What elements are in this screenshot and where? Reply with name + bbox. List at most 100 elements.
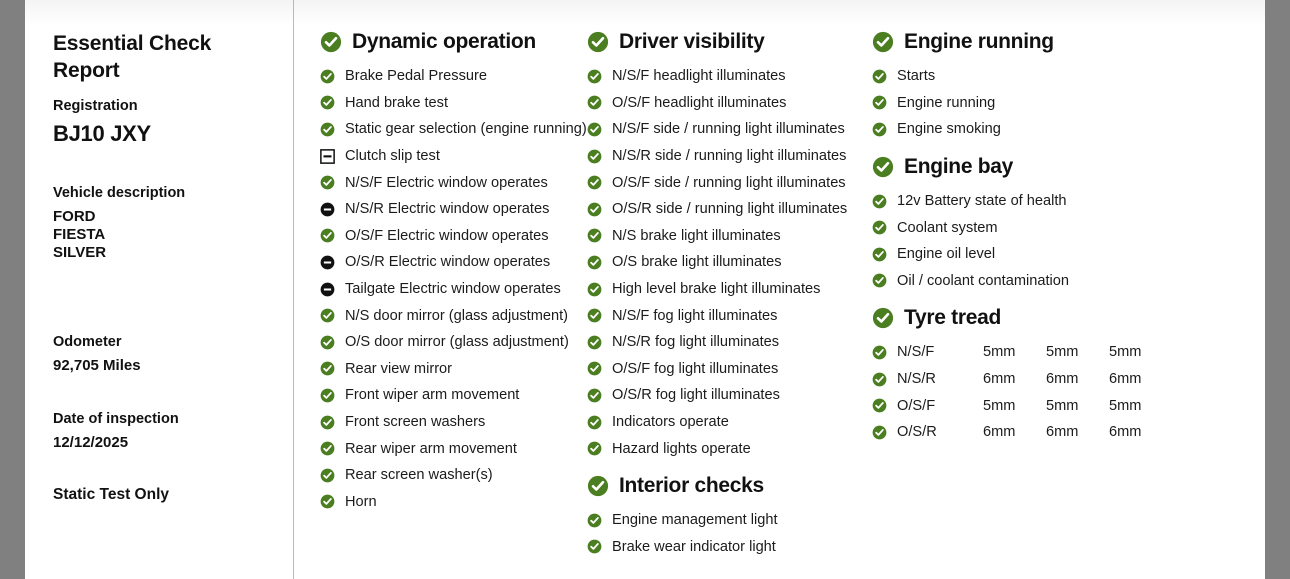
check-circle-icon (587, 475, 609, 496)
check-item[interactable]: O/S/F headlight illuminates (587, 90, 856, 117)
check-item[interactable]: Brake wear indicator light (587, 534, 856, 561)
check-item[interactable]: O/S/F Electric window operates (320, 223, 571, 250)
check-item[interactable]: Oil / coolant contamination (872, 268, 1176, 295)
check-item-label: Indicators operate (612, 414, 729, 431)
check-item-label: N/S/F Electric window operates (345, 174, 548, 191)
check-circle-icon (320, 361, 335, 376)
check-circle-icon (872, 425, 887, 440)
check-item[interactable]: O/S/R fog light illuminates (587, 382, 856, 409)
tyre-position: N/S/F (897, 344, 935, 361)
check-item[interactable]: O/S brake light illuminates (587, 249, 856, 276)
check-item[interactable]: Static gear selection (engine running) (320, 116, 587, 143)
section-title: Driver visibility (619, 30, 765, 53)
check-circle-icon (320, 415, 335, 429)
check-item[interactable]: N/S/F side / running light illuminates (587, 116, 856, 143)
section-header: Driver visibility (587, 30, 856, 54)
vehicle-description-block: Vehicle description FORD FIESTA SILVER (53, 185, 275, 262)
check-item[interactable]: Engine smoking (872, 116, 1176, 143)
check-item[interactable]: O/S/R side / running light illuminates (587, 196, 856, 223)
section-header: Engine running (872, 30, 1176, 54)
check-item[interactable]: Rear screen washer(s) (320, 462, 571, 489)
check-item[interactable]: N/S/R side / running light illuminates (587, 143, 856, 170)
check-item-label: O/S/F fog light illuminates (612, 360, 779, 377)
registration-label: Registration (53, 98, 138, 114)
tyre-depth: 6mm (1109, 424, 1142, 441)
check-circle-icon (587, 31, 609, 53)
check-item-label: Horn (345, 493, 377, 510)
tyre-position: N/S/R (897, 371, 936, 388)
check-item[interactable]: Starts (872, 63, 1176, 90)
check-item-label: O/S/F side / running light illuminates (612, 174, 846, 191)
tyre-depth: 6mm (1046, 371, 1079, 388)
check-item[interactable]: O/S door mirror (glass adjustment) (320, 329, 571, 356)
check-circle-icon (587, 441, 602, 456)
check-circle-icon (872, 220, 887, 235)
check-item[interactable]: N/S/F Electric window operates (320, 169, 571, 196)
check-item[interactable]: Clutch slip test (320, 143, 571, 170)
vehicle-description-line: FIESTA (53, 226, 106, 243)
check-item[interactable]: Engine oil level (872, 241, 1176, 268)
vehicle-description-line: SILVER (53, 244, 107, 261)
check-item[interactable]: Rear view mirror (320, 356, 571, 383)
check-circle-icon (320, 494, 335, 509)
check-item[interactable]: Engine management light (587, 507, 856, 534)
check-item[interactable]: O/S/F side / running light illuminates (587, 169, 856, 196)
square-minus-icon (320, 148, 335, 164)
check-circle-icon (587, 175, 602, 190)
check-item-label: Rear wiper arm movement (345, 440, 517, 457)
check-item[interactable]: Coolant system (872, 214, 1176, 241)
check-item-label: N/S/R side / running light illuminates (612, 148, 847, 165)
check-item[interactable]: Rear wiper arm movement (320, 435, 571, 462)
check-item[interactable]: N/S brake light illuminates (587, 223, 856, 250)
check-circle-icon (587, 361, 602, 376)
vehicle-description-label: Vehicle description (53, 185, 186, 201)
check-item[interactable]: N/S/F fog light illuminates (587, 302, 856, 329)
check-item[interactable]: High level brake light illuminates (587, 276, 856, 303)
check-item[interactable]: N/S door mirror (glass adjustment) (320, 302, 571, 329)
check-item[interactable]: N/S/R Electric window operates (320, 196, 571, 223)
check-item[interactable]: O/S/F fog light illuminates (587, 356, 856, 383)
check-item[interactable]: N/S/F headlight illuminates (587, 63, 856, 90)
check-item[interactable]: Tailgate Electric window operates (320, 276, 571, 303)
check-item-label: Engine smoking (897, 121, 1001, 138)
check-circle-icon (587, 308, 602, 323)
check-item[interactable]: N/S/R fog light illuminates (587, 329, 856, 356)
check-circle-icon (320, 228, 335, 243)
check-item-label: N/S/F side / running light illuminates (612, 121, 845, 138)
check-item[interactable]: Horn (320, 489, 571, 516)
check-item[interactable]: O/S/R Electric window operates (320, 249, 571, 276)
check-circle-icon (872, 273, 887, 288)
check-item-label: N/S/F headlight illuminates (612, 68, 786, 85)
check-item[interactable]: Engine running (872, 90, 1176, 117)
check-item-label: Starts (897, 68, 936, 85)
tyre-depth: 5mm (1109, 397, 1142, 414)
check-item[interactable]: Hand brake test (320, 90, 571, 117)
check-circle-icon (320, 96, 335, 110)
check-circle-icon (872, 345, 887, 360)
tyre-depth: 5mm (983, 344, 1016, 361)
check-item-label: Rear screen washer(s) (345, 467, 493, 484)
check-item-label: N/S/F fog light illuminates (612, 307, 778, 324)
check-item[interactable]: Front wiper arm movement (320, 382, 571, 409)
check-item[interactable]: Indicators operate (587, 409, 856, 436)
odometer-value: 92,705 Miles (53, 357, 141, 374)
check-item[interactable]: 12v Battery state of health (872, 188, 1176, 215)
odometer-label: Odometer (53, 334, 122, 350)
check-item[interactable]: Front screen washers (320, 409, 571, 436)
tyre-depth: 6mm (983, 424, 1016, 441)
section-title: Dynamic operation (352, 30, 536, 53)
check-item[interactable]: Hazard lights operate (587, 435, 856, 462)
report-page: Essential Check Report Registration BJ10… (25, 0, 1265, 579)
check-item[interactable]: Brake Pedal Pressure (320, 63, 571, 90)
check-item-label: Brake wear indicator light (612, 538, 776, 555)
